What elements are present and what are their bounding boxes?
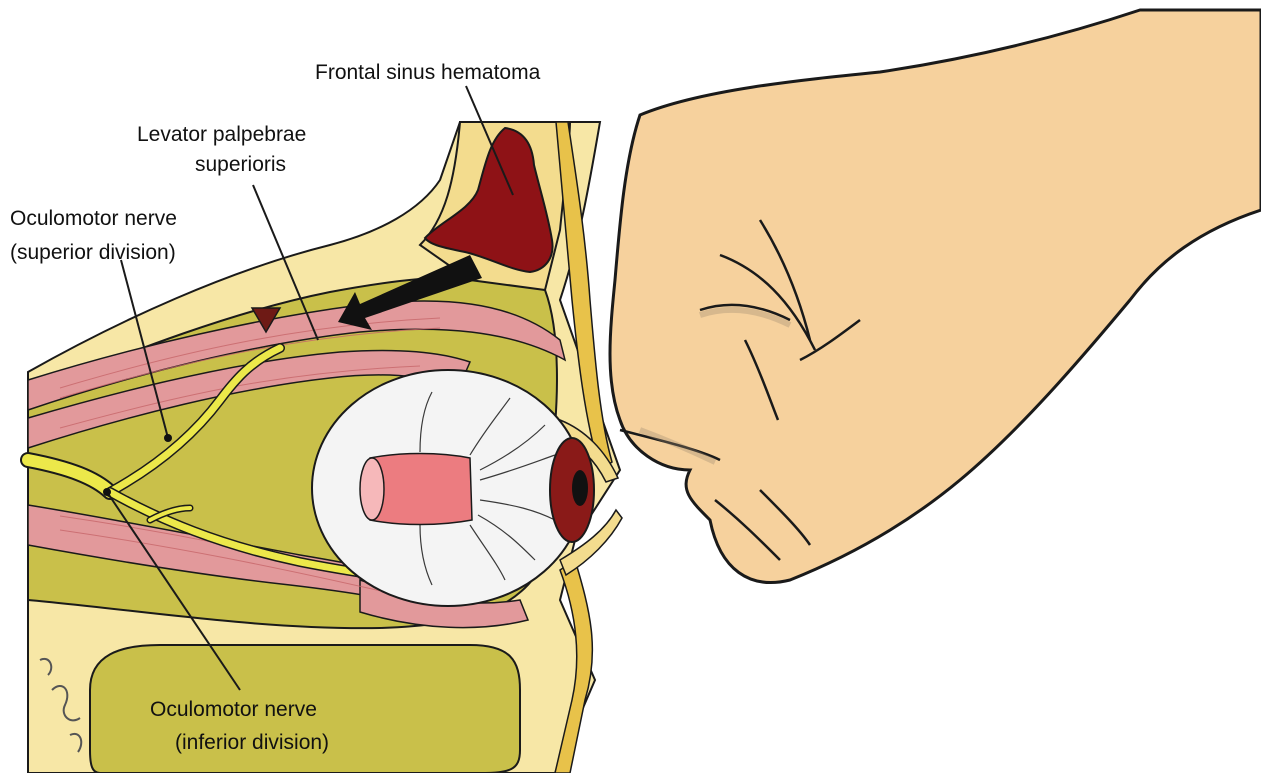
inferior-division-dot [103,488,111,496]
inferior-division-label-line1: Oculomotor nerve [150,697,317,722]
frontal-sinus-hematoma-label: Frontal sinus hematoma [315,60,540,85]
superior-division-dot [164,434,172,442]
levator-palpebrae-label-line1: Levator palpebrae [137,122,306,147]
levator-palpebrae-label-line2: superioris [195,152,286,177]
fist-outline [610,10,1261,583]
pupil [572,470,588,506]
superior-division-label-line2: (superior division) [10,240,176,265]
superior-division-label-line1: Oculomotor nerve [10,206,177,231]
optic-nerve [370,454,472,525]
fist-illustration [610,10,1261,583]
inferior-division-label-line2: (inferior division) [175,730,329,755]
